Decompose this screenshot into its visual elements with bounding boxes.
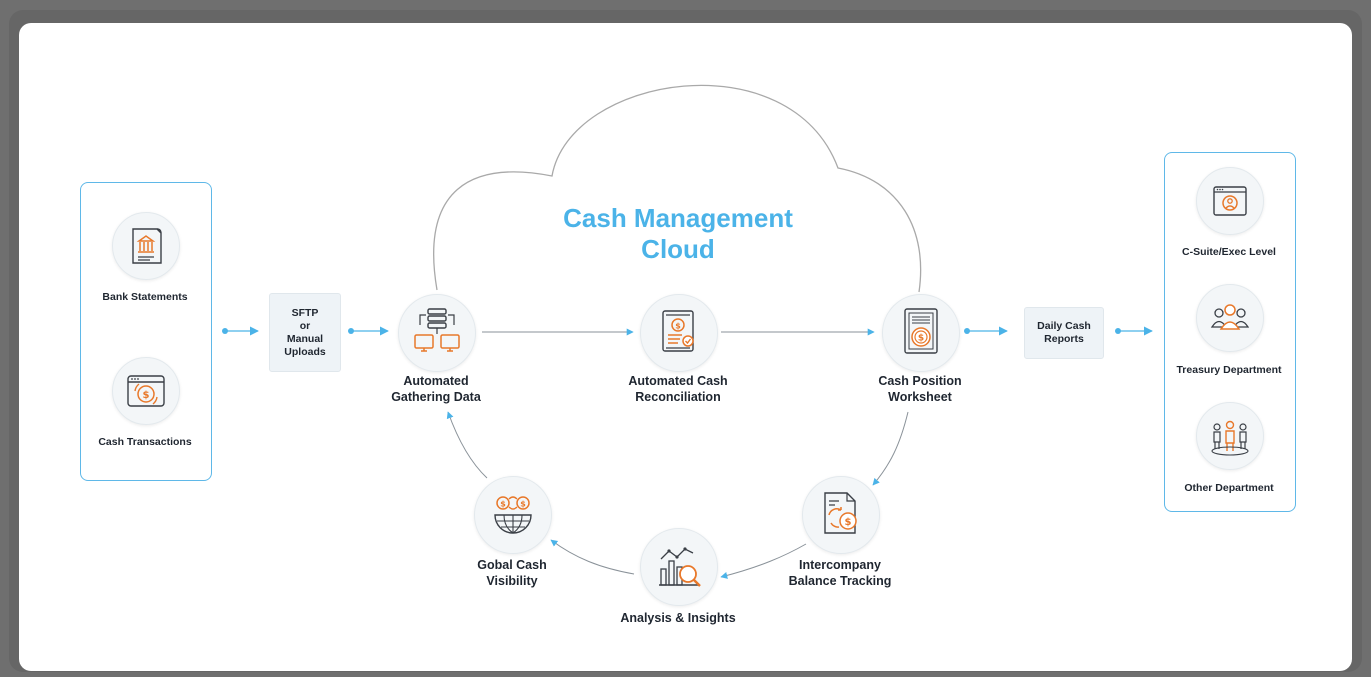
data-servers-icon bbox=[414, 308, 460, 352]
diagram-title: Cash Management Cloud bbox=[563, 203, 793, 265]
reports-line-2: Reports bbox=[1044, 333, 1084, 345]
arrow-visibility-to-gathering bbox=[446, 411, 488, 479]
sftp-line-1: SFTP bbox=[291, 306, 319, 319]
csuite-node bbox=[1196, 167, 1264, 235]
cash-transactions-label: Cash Transactions bbox=[98, 436, 192, 448]
gathering-line-2: Gathering Data bbox=[391, 389, 481, 404]
visibility-node: $ $ bbox=[474, 476, 552, 554]
sftp-upload-box: SFTP or Manual Uploads bbox=[269, 293, 341, 372]
analysis-node bbox=[640, 528, 718, 606]
cash-transactions-icon: $ bbox=[127, 375, 165, 407]
sftp-line-3: Manual bbox=[286, 332, 324, 345]
svg-text:$: $ bbox=[845, 517, 852, 528]
reports-line-1: Daily Cash bbox=[1037, 320, 1091, 332]
analytics-magnifier-icon bbox=[659, 547, 701, 587]
cash-position-worksheet-icon: $ bbox=[904, 308, 938, 354]
svg-text:$: $ bbox=[520, 500, 526, 509]
visibility-line-1: Gobal Cash bbox=[477, 558, 547, 572]
reconciliation-label: Automated Cash Reconciliation bbox=[628, 374, 727, 405]
svg-text:$: $ bbox=[675, 322, 681, 331]
intercompany-line-2: Balance Tracking bbox=[788, 573, 892, 588]
visibility-label: Gobal Cash Visibility bbox=[477, 558, 546, 589]
other-department-label: Other Department bbox=[1184, 482, 1274, 494]
visibility-line-2: Visibility bbox=[486, 573, 538, 588]
arrow-worksheet-to-intercompany bbox=[872, 411, 909, 486]
gathering-label: Automated Gathering Data bbox=[391, 374, 481, 405]
department-group-icon bbox=[1211, 420, 1249, 456]
treasury-node bbox=[1196, 284, 1264, 352]
bank-statements-label: Bank Statements bbox=[102, 291, 188, 303]
reconciliation-line-1: Automated Cash bbox=[628, 374, 728, 388]
cash-transactions-node: $ bbox=[112, 357, 180, 425]
daily-cash-reports-box: Daily Cash Reports bbox=[1024, 307, 1104, 359]
svg-text:$: $ bbox=[918, 334, 924, 344]
csuite-label: C-Suite/Exec Level bbox=[1182, 246, 1276, 258]
global-cash-icon: $ $ bbox=[494, 496, 532, 534]
reconciliation-document-icon: $ bbox=[662, 310, 694, 352]
executive-profile-icon bbox=[1213, 186, 1247, 216]
reconciliation-node: $ bbox=[640, 294, 718, 372]
bank-statements-node bbox=[112, 212, 180, 280]
team-people-icon bbox=[1210, 304, 1250, 330]
treasury-label: Treasury Department bbox=[1176, 364, 1282, 376]
sftp-line-2: or bbox=[299, 319, 311, 332]
arrow-worksheet-to-reports bbox=[964, 326, 1008, 336]
intercompany-exchange-icon: $ bbox=[824, 492, 857, 534]
title-line-1: Cash Management bbox=[563, 203, 793, 233]
intercompany-node: $ bbox=[802, 476, 880, 554]
arrow-reports-to-audiences bbox=[1115, 326, 1153, 336]
arrow-intercompany-to-analysis bbox=[720, 543, 807, 579]
intercompany-label: Intercompany Balance Tracking bbox=[789, 558, 892, 589]
worksheet-label: Cash Position Worksheet bbox=[878, 374, 961, 405]
other-department-node bbox=[1196, 402, 1264, 470]
svg-text:$: $ bbox=[500, 500, 506, 509]
gathering-line-1: Automated bbox=[403, 374, 469, 388]
gathering-node bbox=[398, 294, 476, 372]
svg-text:$: $ bbox=[143, 390, 150, 401]
analysis-label: Analysis & Insights bbox=[620, 611, 736, 625]
worksheet-line-2: Worksheet bbox=[888, 389, 952, 404]
intercompany-line-1: Intercompany bbox=[799, 558, 881, 572]
arrow-analysis-to-visibility bbox=[550, 539, 635, 575]
reconciliation-line-2: Reconciliation bbox=[635, 389, 721, 404]
cloud-outline bbox=[433, 84, 922, 293]
sftp-line-4: Uploads bbox=[284, 345, 326, 358]
bank-statement-icon bbox=[132, 228, 162, 264]
worksheet-line-1: Cash Position bbox=[878, 374, 962, 388]
arrow-sources-to-sftp bbox=[222, 326, 259, 336]
arrow-sftp-to-gathering bbox=[348, 326, 389, 336]
worksheet-node: $ bbox=[882, 294, 960, 372]
title-line-2: Cloud bbox=[641, 234, 715, 264]
